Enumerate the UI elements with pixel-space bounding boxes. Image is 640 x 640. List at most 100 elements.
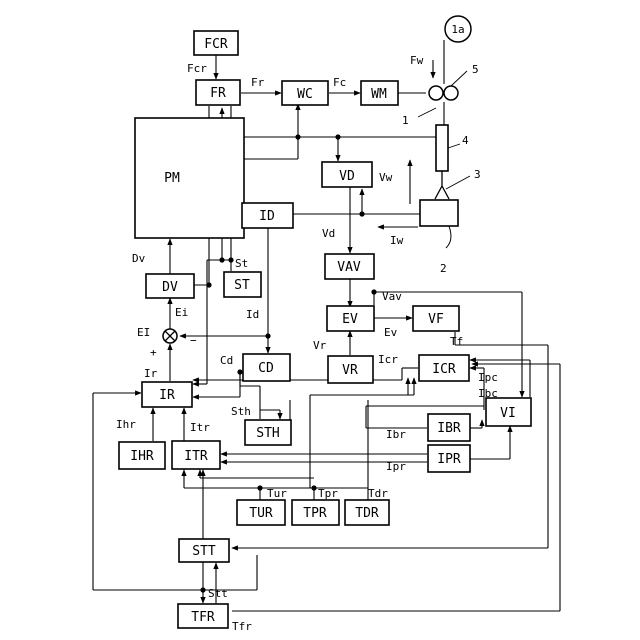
block-vav: VAV [325, 254, 374, 279]
torch-body [436, 125, 448, 171]
block-fr: FR [196, 80, 240, 105]
sig-itr: Itr [190, 421, 210, 434]
block-st: ST [224, 272, 261, 297]
block-itr: ITR [172, 441, 220, 469]
sig-ei-sum: EI [137, 326, 150, 339]
block-vf-label: VF [428, 312, 444, 327]
sig-tdr: Tdr [368, 487, 388, 500]
sig-ei: Ei [175, 306, 188, 319]
sig-iw: Iw [390, 234, 404, 247]
block-sth-label: STH [256, 426, 279, 441]
block-vd-label: VD [339, 169, 355, 184]
block-itr-label: ITR [184, 449, 208, 464]
block-tfr: TFR [178, 604, 228, 628]
sig-ev: Ev [384, 326, 398, 339]
sig-id: Id [246, 308, 259, 321]
block-icr: ICR [419, 355, 469, 381]
sig-fw: Fw [410, 54, 424, 67]
sig-stt: Stt [208, 587, 228, 600]
block-ir-label: IR [159, 388, 175, 403]
block-id: ID [242, 203, 293, 228]
torch-tip [435, 171, 449, 199]
block-tpr-label: TPR [303, 506, 327, 521]
block-cd: CD [243, 354, 290, 381]
block-ev-label: EV [342, 312, 358, 327]
sig-tpr: Tpr [318, 487, 338, 500]
block-wm: WM [361, 81, 398, 105]
block-ev: EV [327, 306, 374, 331]
block-vf: VF [413, 306, 459, 331]
block-id-label: ID [259, 209, 275, 224]
block-tpr: TPR [292, 500, 339, 525]
sig-plus: + [150, 346, 157, 359]
block-vi-label: VI [500, 406, 516, 421]
sig-ihr: Ihr [116, 418, 136, 431]
block-ibr: IBR [428, 414, 470, 441]
block-tur: TUR [237, 500, 285, 525]
sig-vd: Vd [322, 227, 335, 240]
sig-sth: Sth [231, 405, 251, 418]
workpiece [420, 200, 458, 248]
summing-junction [163, 329, 177, 343]
block-tfr-label: TFR [191, 610, 215, 625]
sig-tf: Tf [450, 335, 463, 348]
block-vi: VI [486, 398, 531, 426]
block-ihr-label: IHR [130, 449, 154, 464]
sig-tfr: Tfr [232, 620, 252, 633]
block-stt-label: STT [192, 544, 216, 559]
block-pm: PM [135, 118, 244, 238]
block-dv-label: DV [162, 280, 178, 295]
block-ihr: IHR [119, 442, 165, 469]
ref-4: 4 [462, 134, 469, 147]
block-vr: VR [328, 356, 373, 383]
ref-1: 1 [402, 114, 409, 127]
block-tdr-label: TDR [355, 506, 379, 521]
sig-ibr: Ibr [386, 428, 406, 441]
block-stt: STT [179, 539, 229, 562]
block-fcr: FCR [194, 31, 238, 55]
sig-ibc: Ibc [478, 387, 498, 400]
block-vav-label: VAV [337, 260, 361, 275]
ref-1a: 1a [451, 23, 464, 36]
block-dv: DV [146, 274, 194, 298]
block-tur-label: TUR [249, 506, 273, 521]
block-ipr-label: IPR [437, 452, 461, 467]
block-ir: IR [142, 382, 192, 407]
ref-3: 3 [474, 168, 481, 181]
sig-fc: Fc [333, 76, 346, 89]
sig-fr: Fr [251, 76, 265, 89]
sig-tur: Tur [267, 487, 287, 500]
block-wc: WC [282, 81, 328, 105]
block-icr-label: ICR [432, 362, 456, 377]
sig-dv: Dv [132, 252, 146, 265]
sig-fcr: Fcr [187, 62, 207, 75]
block-tdr: TDR [345, 500, 389, 525]
block-fr-label: FR [210, 86, 226, 101]
block-vr-label: VR [342, 363, 358, 378]
sig-ir: Ir [144, 367, 158, 380]
block-fcr-label: FCR [204, 37, 228, 52]
sig-minus: − [190, 334, 197, 347]
sig-ipr: Ipr [386, 460, 406, 473]
block-sth: STH [245, 420, 291, 445]
block-ibr-label: IBR [437, 421, 461, 436]
sig-vw: Vw [379, 171, 393, 184]
sig-cd: Cd [220, 354, 233, 367]
block-wc-label: WC [297, 87, 313, 102]
block-pm-label: PM [164, 171, 180, 186]
block-vd: VD [322, 162, 372, 187]
block-st-label: ST [234, 278, 250, 293]
sig-vr: Vr [313, 339, 327, 352]
block-cd-label: CD [258, 361, 274, 376]
sig-vav: Vav [382, 290, 402, 303]
feed-rollers [429, 86, 458, 100]
ref-2: 2 [440, 262, 447, 275]
block-ipr: IPR [428, 445, 470, 472]
block-wm-label: WM [371, 87, 387, 102]
sig-st: St [235, 257, 248, 270]
wire-spool: 1a [445, 16, 471, 42]
ref-5: 5 [472, 63, 479, 76]
sig-icr: Icr [378, 353, 398, 366]
sig-ipc: Ipc [478, 371, 498, 384]
